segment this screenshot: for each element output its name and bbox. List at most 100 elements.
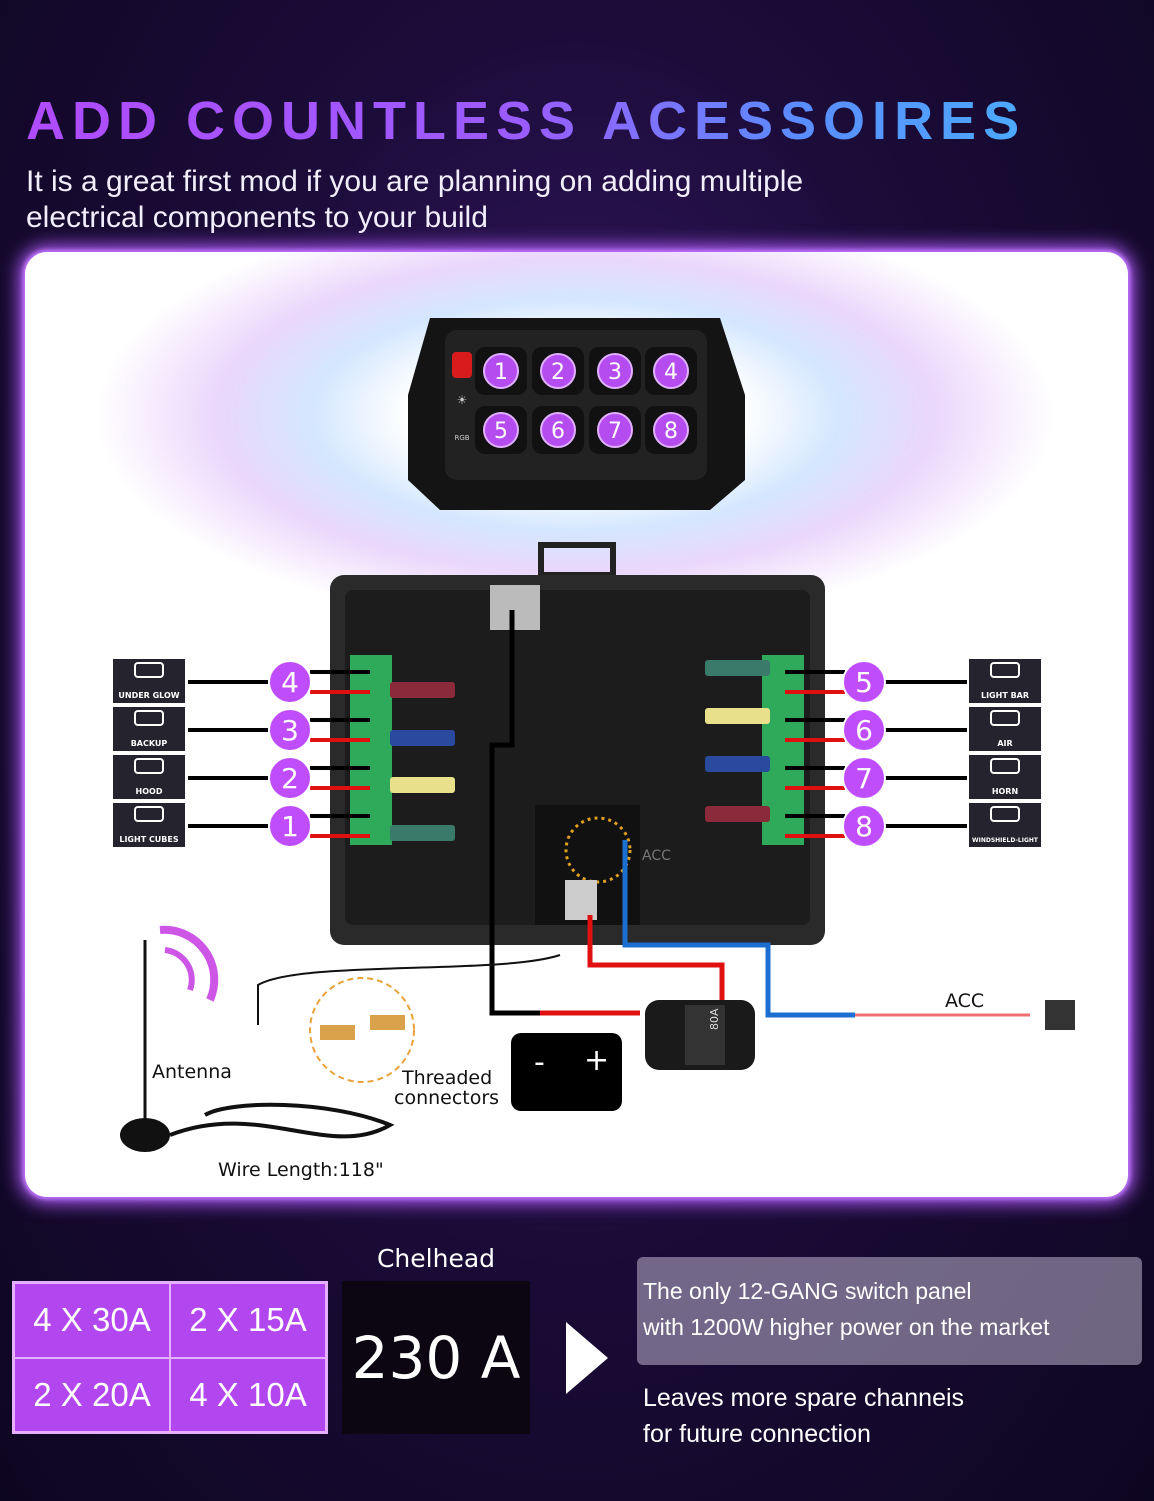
wire-length-label: Wire Length:118" [218,1159,384,1181]
highlight-line: The only 12-GANG switch panel [643,1278,972,1304]
antenna [120,925,561,1152]
channel-badge [842,708,886,752]
accessory-label: HORN [992,787,1018,796]
acc-terminal-label: ACC [642,848,671,864]
channel-number: 2 [281,762,299,795]
channel-number: 8 [855,810,873,843]
breaker-rating: 80A [708,1008,721,1030]
keypad-button-label: 1 [494,360,508,385]
battery-positive: + [584,1043,609,1078]
blade-fuse [390,682,455,698]
power-wires [489,610,1030,1018]
accessory-label: LIGHT BAR [981,691,1029,700]
keypad-button-label: 5 [494,419,508,444]
fuse-spec: 4 X 10A [170,1357,326,1432]
note-line: Leaves more spare channeis [643,1384,965,1412]
battery-negative: - [534,1045,545,1080]
accessory-label: LIGHT CUBES [119,835,179,844]
highlight-box: The only 12-GANG switch panel with 1200W… [637,1257,1142,1365]
channel-badge [842,756,886,800]
arrow-right-icon [566,1322,608,1394]
keypad-button-label: 4 [664,360,678,385]
blade-fuse [390,777,455,793]
circuit-breaker: 80A [645,1000,755,1070]
note-line: for future connection [643,1420,871,1448]
horn-icon: HORN [969,755,1041,799]
diagram-panel: ☀ RGB 1 2 3 4 5 6 7 8 ACC ACC 80A - + [25,252,1128,1197]
channel-badge [268,756,312,800]
brand-label: Chelhead [376,1244,496,1273]
fuse-spec: 4 X 30A [14,1283,170,1358]
note: Leaves more spare channeis for future co… [643,1380,1143,1452]
channel-number: 4 [281,666,299,699]
light-bar-icon: LIGHT BAR [969,659,1041,703]
keypad-button-2[interactable]: 2 [532,347,584,395]
keypad-button-6[interactable]: 6 [532,406,584,454]
highlight-line: with 1200W higher power on the market [643,1314,1050,1340]
fuse-spec: 2 X 20A [14,1357,170,1432]
rgb-label: RGB [454,434,469,442]
accessory-label: BACKUP [131,739,168,748]
windshield-light-icon: WINDSHIELD-LIGHT [969,803,1041,847]
accessory-label: AIR [997,739,1012,748]
blade-fuse [705,806,770,822]
channel-number: 7 [855,762,873,795]
channel-number: 6 [855,714,873,747]
page-title: ADD COUNTLESS ACESSOIRES [26,90,1136,152]
channel-8: 8 WINDSHIELD-LIGHT [785,803,1041,848]
fuse-spec-grid: 4 X 30A 2 X 15A 2 X 20A 4 X 10A [12,1281,328,1434]
keypad-button-5[interactable]: 5 [475,406,527,454]
channel-badge [842,804,886,848]
blade-fuse [705,660,770,676]
keypad-button-label: 7 [608,419,622,444]
channel-badge [268,804,312,848]
antenna-label: Antenna [152,1061,232,1083]
accessory-label: UNDER GLOW [118,691,179,700]
channel-badge [268,660,312,704]
keypad-button-label: 8 [664,419,678,444]
threaded-label: Threaded [401,1067,492,1089]
blade-fuse [705,756,770,772]
subtitle-line: It is a great first mod if you are plann… [26,165,804,198]
channel-number: 3 [281,714,299,747]
keypad-button-1[interactable]: 1 [475,347,527,395]
channel-number: 5 [855,666,873,699]
channel-number: 1 [281,810,299,843]
fuse-box: ACC [330,542,825,945]
keypad-button-8[interactable]: 8 [645,406,697,454]
light-cubes-icon: LIGHT CUBES [113,803,185,847]
keypad-button-label: 3 [608,360,622,385]
connectors-label: connectors [394,1087,499,1109]
backup-light-icon: BACKUP [113,707,185,751]
brightness-icon: ☀ [457,393,468,407]
hood-light-icon: HOOD [113,755,185,799]
subtitle-line: electrical components to your build [26,201,488,234]
subtitle: It is a great first mod if you are plann… [26,164,1126,236]
keypad-button-7[interactable]: 7 [589,406,641,454]
add-a-fuse-tap [1045,1000,1075,1030]
underglow-icon: UNDER GLOW [113,659,185,703]
blade-fuse [390,730,455,746]
keypad-button-3[interactable]: 3 [589,347,641,395]
channel-badge [842,660,886,704]
power-button[interactable] [452,352,472,378]
blade-fuse [705,708,770,724]
switch-keypad: ☀ RGB 1 2 3 4 5 6 7 8 [408,318,745,510]
accessory-label: HOOD [136,787,163,796]
acc-wire-label: ACC [945,990,984,1012]
keypad-button-label: 6 [551,419,565,444]
channel-badge [268,708,312,752]
keypad-button-4[interactable]: 4 [645,347,697,395]
current-rating: 230 A [342,1281,530,1434]
fuse-spec: 2 X 15A [170,1283,326,1358]
battery: - + [511,1033,622,1111]
blade-fuse [390,825,455,841]
keypad-button-label: 2 [551,360,565,385]
